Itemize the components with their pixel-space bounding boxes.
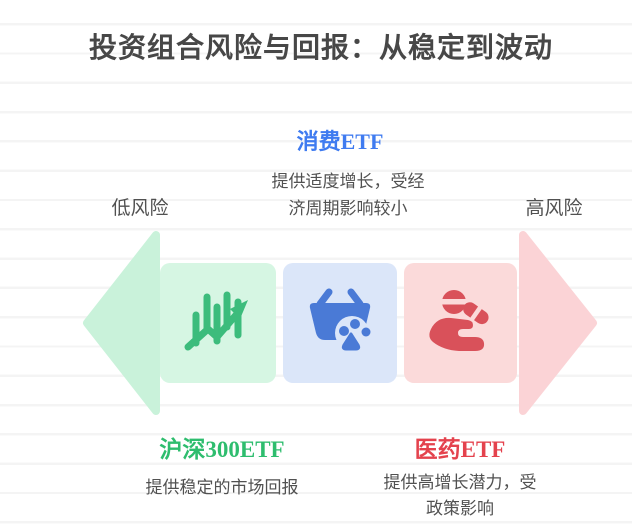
csi300-etf-name: 沪深300ETF: [159, 437, 285, 462]
hand-holding-pills-icon: [428, 290, 489, 351]
consumer-etf-description: 提供适度增长，受经济周期影响较小: [271, 172, 425, 218]
stock-chart-up-icon: [184, 291, 248, 351]
shopping-basket-paw-icon: [309, 288, 371, 351]
pharma-etf-name: 医药ETF: [414, 437, 506, 462]
page-title: 投资组合风险与回报：从稳定到波动: [88, 33, 553, 64]
pharma-etf-description: 提供高增长潜力，受政策影响: [383, 473, 537, 518]
high-risk-arrow: [519, 231, 597, 415]
consumer-etf-name: 消费ETF: [296, 129, 384, 154]
pharma-etf-box: [404, 263, 517, 383]
low-risk-arrow: [83, 231, 160, 415]
low-risk-label: 低风险: [111, 198, 169, 219]
csi300-etf-description: 提供稳定的市场回报: [145, 478, 299, 497]
csi300-etf-box: [160, 263, 276, 383]
consumer-etf-box: [283, 263, 397, 383]
high-risk-label: 高风险: [525, 198, 583, 219]
